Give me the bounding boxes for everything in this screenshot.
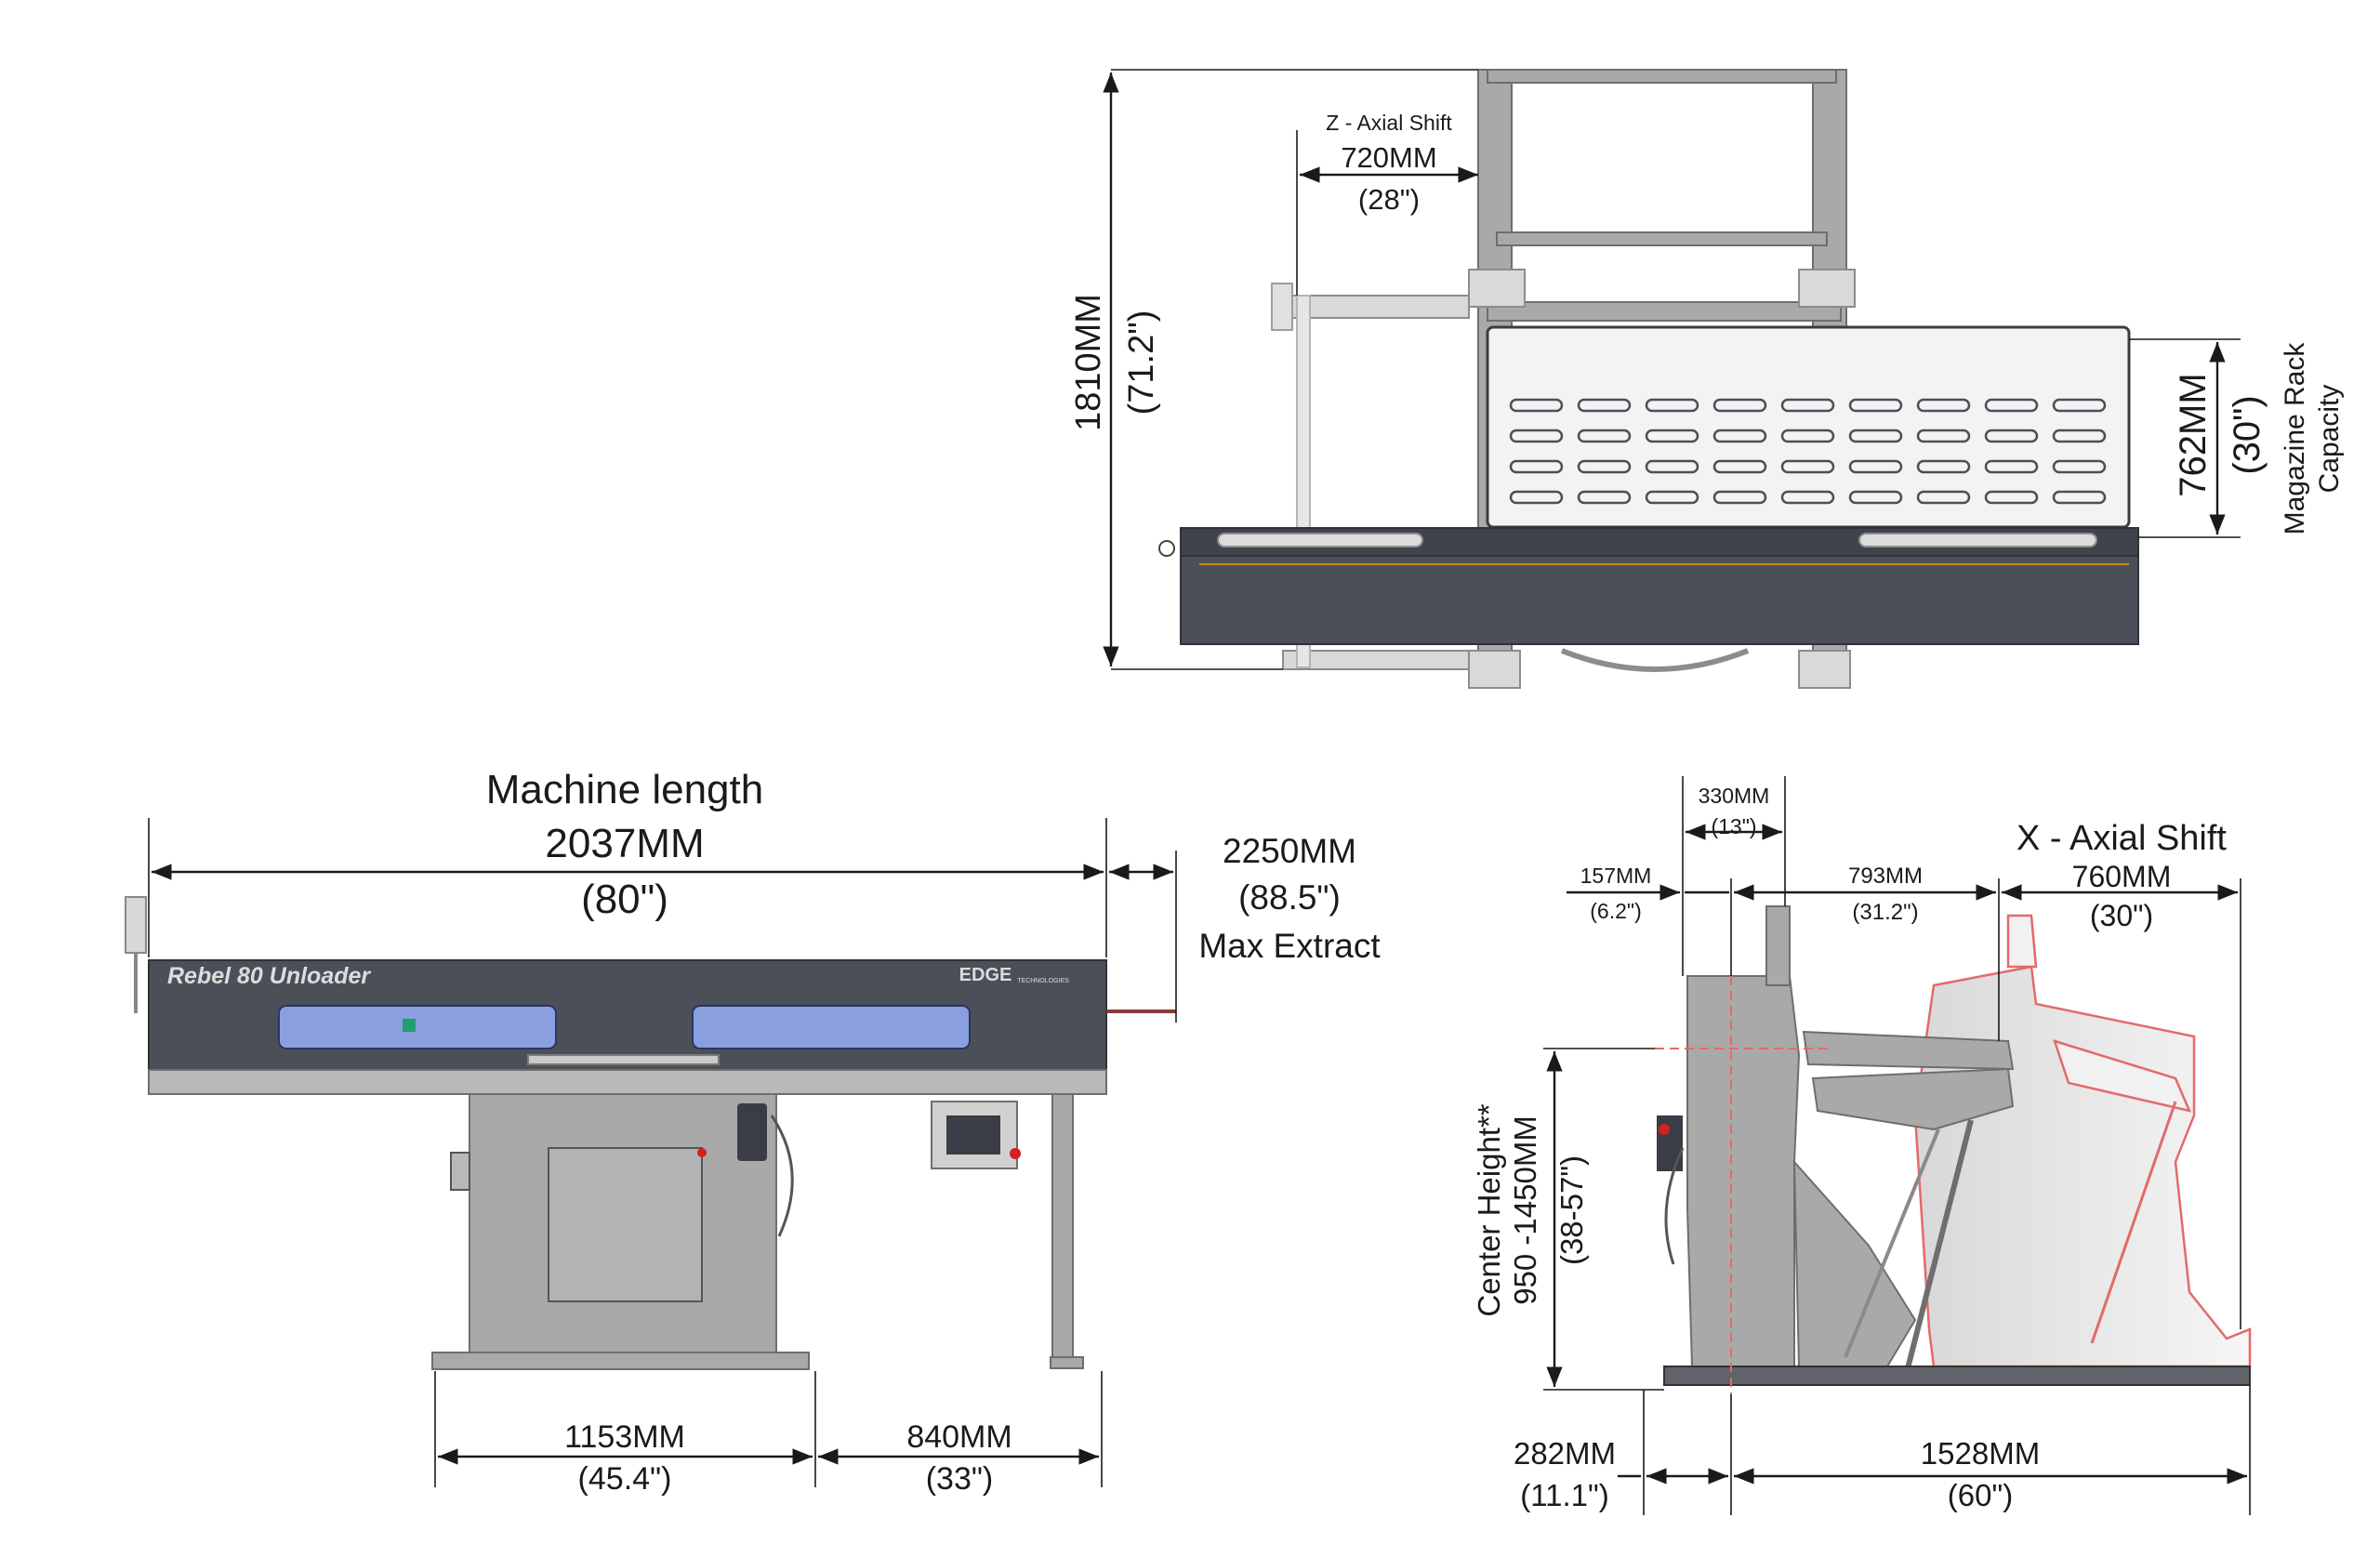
rack-slot — [1509, 398, 1564, 413]
top-height-mm: 1810MM — [1069, 294, 1108, 431]
rack-slot — [1984, 429, 2039, 443]
d282-mm: 282MM — [1514, 1436, 1616, 1471]
extract-mm: 2250MM — [1223, 832, 1356, 870]
d157-in: (6.2") — [1590, 899, 1641, 923]
rack-slot — [1848, 398, 1903, 413]
rack-slot — [1984, 459, 2039, 474]
side-window-right — [692, 1005, 971, 1049]
rack-slot — [1645, 398, 1699, 413]
d330-mm: 330MM — [1699, 784, 1770, 808]
length-title: Machine length — [486, 767, 763, 812]
d1528-in: (60") — [1948, 1478, 2013, 1512]
center-title: Center Height** — [1472, 1103, 1506, 1316]
x-shift-title: X - Axial Shift — [2016, 819, 2227, 858]
d330-in: (13") — [1711, 814, 1756, 838]
rack-slot — [1577, 490, 1632, 505]
length-in: (80") — [581, 877, 668, 922]
rack-slot — [1645, 429, 1699, 443]
rack-mm: 762MM — [2173, 373, 2214, 496]
x-shift-mm: 760MM — [2072, 860, 2172, 893]
rack-slot — [1916, 398, 1971, 413]
side-window-left — [278, 1005, 557, 1049]
top-view: 1810MM (71.2") Z - Axial Shift 720MM (28… — [1069, 69, 2345, 689]
base-right-in: (33") — [926, 1461, 994, 1497]
rack-label-1: Magazine Rack — [2280, 342, 2310, 535]
center-mm: 950 -1450MM — [1508, 1115, 1542, 1305]
side-handle — [125, 896, 147, 954]
top-carriage — [1158, 527, 2139, 672]
rack-in: (30") — [2227, 395, 2268, 474]
rack-slot — [1780, 490, 1835, 505]
brand-sub: TECHNOLOGIES — [1017, 978, 1069, 984]
base-right-mm: 840MM — [906, 1419, 1012, 1455]
base-left-mm: 1153MM — [564, 1419, 685, 1455]
rack-slot — [1509, 429, 1564, 443]
rack-slot — [1916, 459, 1971, 474]
rack-slot — [1645, 490, 1699, 505]
rack-slot — [1712, 459, 1767, 474]
rack-slot — [1712, 490, 1767, 505]
rack-slot — [1577, 429, 1632, 443]
machine-stand — [431, 1093, 1084, 1370]
rack-slot — [1916, 429, 1971, 443]
d1528-mm: 1528MM — [1921, 1436, 2040, 1471]
rack-slot — [1848, 429, 1903, 443]
pendant — [737, 1103, 767, 1161]
rack-slot — [2052, 490, 2107, 505]
rack-slot — [1577, 459, 1632, 474]
extract-label: Max Extract — [1198, 927, 1381, 965]
rack-slot — [1780, 459, 1835, 474]
x-shift-in: (30") — [2090, 899, 2153, 932]
d282-in: (11.1") — [1520, 1478, 1608, 1512]
rack-slot — [1577, 398, 1632, 413]
d793-in: (31.2") — [1852, 900, 1918, 925]
rack-slot — [1780, 398, 1835, 413]
center-in: (38-57") — [1554, 1155, 1589, 1265]
rack-slot — [1848, 459, 1903, 474]
machine-body: Rebel 80 Unloader EDGE TECHNOLOGIES — [148, 959, 1176, 1095]
rack-slot — [2052, 429, 2107, 443]
rack-slot — [1984, 398, 2039, 413]
rack-slot — [1645, 459, 1699, 474]
rack-label-2: Capacity — [2314, 385, 2345, 494]
side-view: Rebel 80 Unloader EDGE TECHNOLOGIES Mach… — [125, 767, 1381, 1497]
d793-mm: 793MM — [1848, 864, 1923, 889]
top-height-in: (71.2") — [1122, 310, 1161, 416]
z-shift-title: Z - Axial Shift — [1326, 111, 1452, 135]
rack-slot — [1509, 490, 1564, 505]
z-shift-mm: 720MM — [1341, 141, 1436, 174]
rack-slot — [1509, 459, 1564, 474]
end-view: 330MM (13") 157MM (6.2") 793MM (31.2") X… — [1472, 776, 2252, 1515]
end-unit — [1655, 905, 2251, 1394]
brand-logo: EDGE — [959, 965, 1012, 985]
base-left-in: (45.4") — [578, 1461, 672, 1497]
rack-slot — [1780, 429, 1835, 443]
extract-in: (88.5") — [1238, 878, 1341, 917]
magazine-rack — [1486, 325, 2131, 529]
machine-name: Rebel 80 Unloader — [167, 963, 371, 989]
z-shift-in: (28") — [1358, 183, 1420, 216]
rack-slot — [1984, 490, 2039, 505]
rack-slot — [1712, 398, 1767, 413]
rack-slot — [2052, 398, 2107, 413]
length-mm: 2037MM — [545, 821, 704, 866]
rack-slot — [1916, 490, 1971, 505]
rack-slot — [1848, 490, 1903, 505]
d157-mm: 157MM — [1580, 864, 1652, 888]
rack-slot — [1712, 429, 1767, 443]
rack-slot — [2052, 459, 2107, 474]
